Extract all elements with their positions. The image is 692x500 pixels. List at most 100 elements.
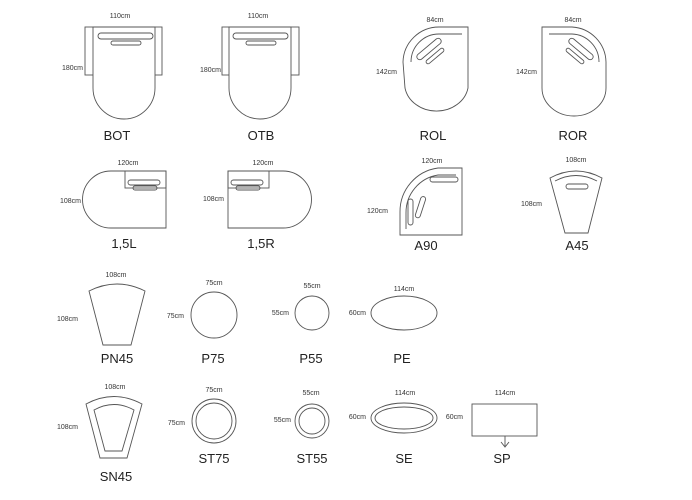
st75-name-label: ST75 bbox=[198, 451, 229, 466]
st75-width-label: 75cm bbox=[205, 387, 222, 394]
sp-rectangle bbox=[471, 403, 538, 437]
sn45-outer-shape bbox=[85, 396, 143, 459]
a45-name-label: A45 bbox=[565, 238, 588, 253]
pe-name-label: PE bbox=[393, 351, 411, 366]
ror-width-label: 84cm bbox=[564, 17, 581, 24]
st55-height-label: 55cm bbox=[274, 417, 291, 424]
a90-name-label: A90 bbox=[414, 238, 437, 253]
sn45-height-label: 108cm bbox=[57, 424, 78, 431]
se-outer-ellipse bbox=[370, 402, 438, 434]
bathtub-a45: 108cm 108cm A45 bbox=[521, 157, 603, 253]
sn45-name-label: SN45 bbox=[100, 469, 133, 484]
basin-sn45: 108cm 108cm SN45 bbox=[57, 384, 143, 484]
r15-headrest bbox=[230, 179, 264, 186]
basin-st55: 55cm 55cm ST55 bbox=[274, 390, 330, 466]
se-height-label: 60cm bbox=[349, 414, 366, 421]
bot-height-label: 180cm bbox=[62, 65, 83, 72]
ror-name-label: ROR bbox=[559, 128, 588, 143]
rol-inner-rim bbox=[410, 33, 462, 63]
rol-height-label: 142cm bbox=[376, 69, 397, 76]
basin-pn45: 108cm 108cm PN45 bbox=[57, 272, 146, 366]
l15-width-label: 120cm bbox=[117, 160, 138, 167]
a90-top-headrest bbox=[429, 176, 459, 183]
bathtub-1-5r: 120cm 108cm 1,5R bbox=[203, 160, 312, 251]
p55-height-label: 55cm bbox=[272, 310, 289, 317]
a45-width-label: 108cm bbox=[565, 157, 586, 164]
otb-height-label: 180cm bbox=[200, 67, 221, 74]
p55-width-label: 55cm bbox=[303, 283, 320, 290]
basin-pe: 114cm 60cm PE bbox=[349, 286, 438, 366]
a45-height-label: 108cm bbox=[521, 201, 542, 208]
a90-inner-rim bbox=[405, 174, 456, 229]
pn45-width-label: 108cm bbox=[105, 272, 126, 279]
ror-tub-basin bbox=[541, 26, 607, 117]
bathtub-1-5l: 120cm 108cm 1,5L bbox=[60, 160, 167, 251]
r15-inner-rest bbox=[235, 185, 261, 191]
p75-height-label: 75cm bbox=[167, 313, 184, 320]
pe-height-label: 60cm bbox=[349, 310, 366, 317]
se-inner-ellipse bbox=[374, 406, 434, 430]
bathtub-a90: 120cm 120cm A90 bbox=[367, 158, 463, 253]
basin-se: 114cm 60cm SE bbox=[349, 390, 438, 466]
ror-inner-rim bbox=[549, 33, 600, 63]
a45-headrest bbox=[565, 183, 589, 190]
otb-headrest bbox=[232, 32, 289, 40]
bot-tub-basin bbox=[92, 26, 156, 120]
st55-inner-circle bbox=[298, 407, 326, 435]
bathtub-otb: 110cm 180cm OTB bbox=[200, 13, 300, 143]
l15-name-label: 1,5L bbox=[111, 236, 136, 251]
sn45-inner-shape bbox=[93, 404, 135, 452]
otb-width-label: 110cm bbox=[248, 13, 269, 20]
a90-left-headrest bbox=[407, 198, 414, 226]
basin-sp: 114cm 60cm SP bbox=[446, 390, 538, 466]
p55-circle bbox=[294, 295, 330, 331]
st55-outer-circle bbox=[294, 403, 330, 439]
bot-inner-rest bbox=[110, 40, 142, 46]
bot-width-label: 110cm bbox=[110, 13, 131, 20]
st55-name-label: ST55 bbox=[296, 451, 327, 466]
se-width-label: 114cm bbox=[395, 390, 416, 397]
st75-height-label: 75cm bbox=[168, 420, 185, 427]
a45-tub-basin bbox=[549, 170, 603, 234]
pe-width-label: 114cm bbox=[394, 286, 415, 293]
se-name-label: SE bbox=[395, 451, 413, 466]
st55-width-label: 55cm bbox=[302, 390, 319, 397]
a90-tub-basin bbox=[399, 167, 463, 236]
pn45-shape bbox=[88, 283, 146, 346]
st75-inner-circle bbox=[195, 402, 233, 440]
otb-name-label: OTB bbox=[248, 128, 275, 143]
basin-p75: 75cm 75cm P75 bbox=[167, 280, 238, 366]
r15-height-label: 108cm bbox=[203, 196, 224, 203]
otb-tub-basin bbox=[228, 26, 292, 120]
p75-name-label: P75 bbox=[201, 351, 224, 366]
st75-outer-circle bbox=[191, 398, 237, 444]
sp-height-label: 60cm bbox=[446, 414, 463, 421]
rol-width-label: 84cm bbox=[426, 17, 443, 24]
rol-name-label: ROL bbox=[420, 128, 447, 143]
r15-corner-box bbox=[227, 170, 270, 189]
sp-width-label: 114cm bbox=[495, 390, 516, 397]
bot-headrest bbox=[97, 32, 154, 40]
rol-tub-basin bbox=[402, 26, 469, 112]
bathtub-ror: 84cm 142cm ROR bbox=[516, 17, 607, 143]
r15-width-label: 120cm bbox=[252, 160, 273, 167]
pe-ellipse bbox=[370, 295, 438, 331]
l15-height-label: 108cm bbox=[60, 198, 81, 205]
bathtub-bot: 110cm 180cm BOT bbox=[62, 13, 163, 143]
a45-inner-rim bbox=[554, 175, 598, 182]
a90-inner-rest bbox=[414, 196, 427, 219]
rol-inner-rest bbox=[425, 47, 445, 65]
l15-inner-rest bbox=[132, 185, 158, 191]
p75-width-label: 75cm bbox=[205, 280, 222, 287]
basin-st75: 75cm 75cm ST75 bbox=[168, 387, 237, 466]
p55-name-label: P55 bbox=[299, 351, 322, 366]
pn45-height-label: 108cm bbox=[57, 316, 78, 323]
bathtub-rol: 84cm 142cm ROL bbox=[376, 17, 469, 143]
r15-name-label: 1,5R bbox=[247, 236, 274, 251]
basin-p55: 55cm 55cm P55 bbox=[272, 283, 330, 366]
a90-width-label: 120cm bbox=[421, 158, 442, 165]
a90-height-label: 120cm bbox=[367, 208, 388, 215]
rol-headrest bbox=[416, 37, 442, 61]
pn45-name-label: PN45 bbox=[101, 351, 134, 366]
l15-corner-box bbox=[124, 170, 167, 189]
